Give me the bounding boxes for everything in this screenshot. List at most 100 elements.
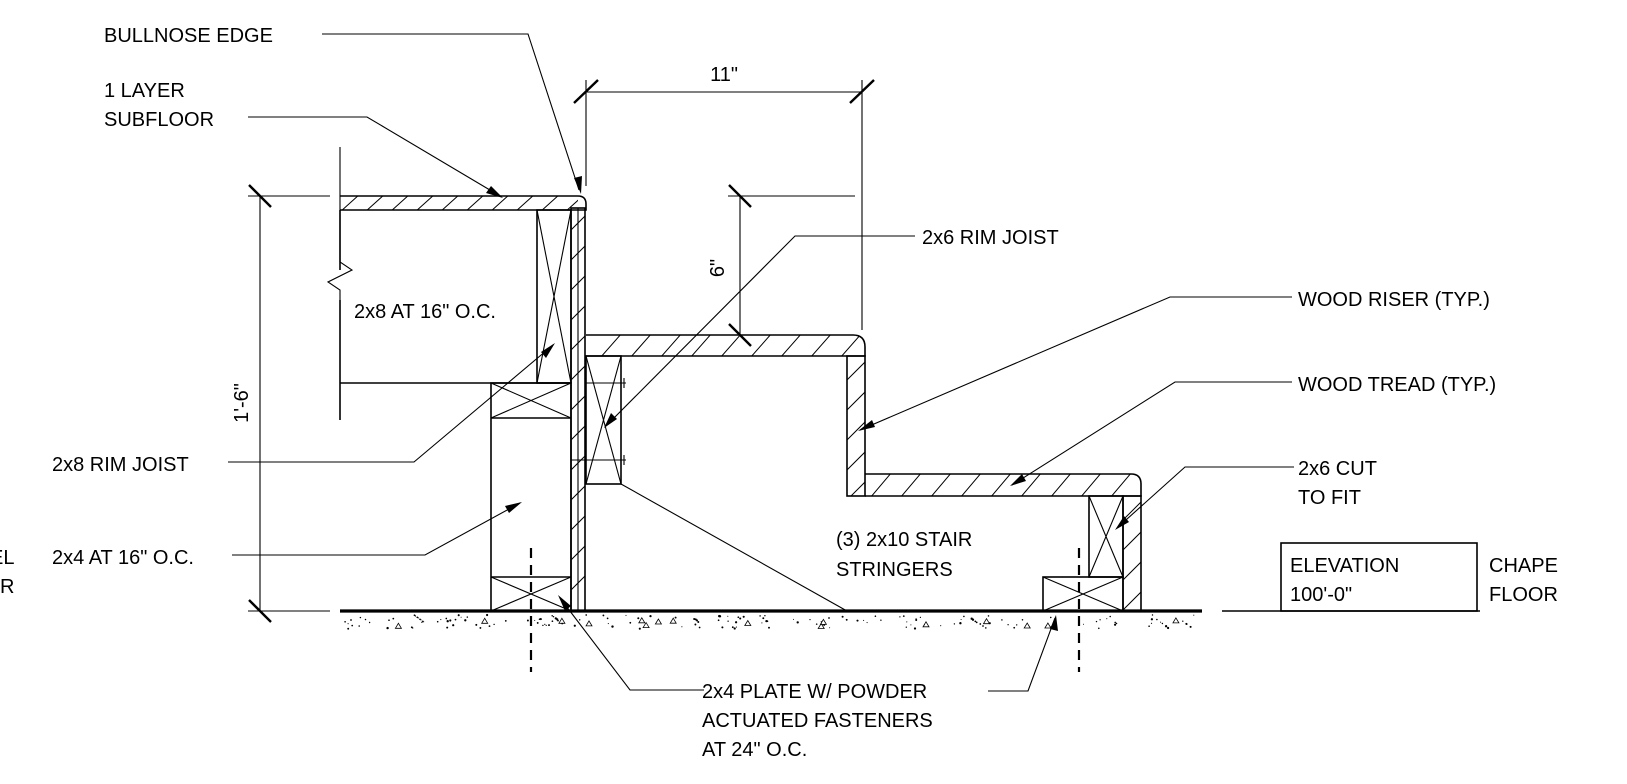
label-wood-tread: WOOD TREAD (TYP.) bbox=[1298, 374, 1496, 396]
concrete-dot bbox=[919, 616, 922, 619]
concrete-dot bbox=[739, 617, 742, 620]
dimension-tread-run: 11" bbox=[573, 64, 875, 330]
concrete-dot bbox=[902, 615, 905, 617]
concrete-dot bbox=[344, 620, 346, 623]
elevation-tag-line1: ELEVATION bbox=[1290, 555, 1399, 577]
concrete-dot bbox=[421, 621, 423, 623]
label-2x6-cut-line1: 2x6 CUT bbox=[1298, 458, 1377, 480]
concrete-dot bbox=[697, 621, 700, 623]
concrete-dot bbox=[602, 614, 605, 617]
leader-wood-tread bbox=[1010, 381, 1292, 486]
label-plate-line2: ACTUATED FASTENERS bbox=[702, 710, 933, 732]
concrete-dot bbox=[607, 623, 609, 625]
concrete-dot bbox=[681, 626, 683, 628]
concrete-dot bbox=[534, 619, 536, 622]
label-2x8-joist: 2x8 AT 16" O.C. bbox=[354, 301, 496, 323]
dimension-riser-height: 6" bbox=[707, 184, 855, 347]
concrete-dot bbox=[742, 615, 745, 618]
concrete-dot bbox=[446, 620, 449, 623]
concrete-stipple bbox=[344, 613, 1195, 630]
concrete-dot bbox=[1160, 621, 1162, 623]
upper-tread-hatch bbox=[599, 335, 863, 356]
concrete-aggregate bbox=[1044, 622, 1052, 629]
upper-floor-assembly bbox=[326, 147, 587, 612]
concrete-dot bbox=[364, 618, 367, 621]
concrete-dot bbox=[542, 624, 544, 627]
concrete-dot bbox=[863, 619, 865, 621]
concrete-aggregate bbox=[642, 621, 650, 628]
concrete-dot bbox=[638, 627, 641, 630]
concrete-dot bbox=[717, 619, 720, 622]
concrete-dot bbox=[449, 619, 452, 622]
concrete-dot bbox=[1016, 624, 1018, 626]
label-stringers-line1: (3) 2x10 STAIR bbox=[836, 529, 972, 551]
concrete-dot bbox=[475, 623, 478, 626]
concrete-dot bbox=[959, 622, 962, 625]
concrete-dot bbox=[538, 618, 541, 620]
concrete-dot bbox=[695, 619, 699, 622]
concrete-dot bbox=[971, 618, 975, 621]
concrete-aggregate bbox=[982, 617, 991, 625]
concrete-dot bbox=[1021, 619, 1024, 621]
concrete-dot bbox=[768, 626, 770, 629]
lower-riser-hatch bbox=[1123, 501, 1141, 611]
dimension-total-rise: 1'-6" bbox=[231, 184, 330, 623]
concrete-dot bbox=[1099, 619, 1101, 621]
concrete-dot bbox=[420, 619, 422, 621]
label-plate-line3: AT 24" O.C. bbox=[702, 739, 807, 761]
concrete-dot bbox=[1095, 620, 1098, 623]
concrete-dot bbox=[625, 614, 627, 616]
label-stringers-line2: STRINGERS bbox=[836, 559, 953, 581]
concrete-dot bbox=[493, 623, 495, 626]
concrete-dot bbox=[1186, 623, 1188, 625]
concrete-dot bbox=[1098, 627, 1100, 630]
concrete-dot bbox=[436, 620, 439, 623]
label-subfloor-line1: 1 LAYER bbox=[104, 80, 185, 102]
concrete-dot bbox=[347, 623, 349, 625]
concrete-dot bbox=[1164, 625, 1168, 628]
concrete-dot bbox=[1156, 618, 1158, 621]
concrete-dot bbox=[545, 624, 547, 626]
concrete-dot bbox=[358, 625, 361, 627]
concrete-dot bbox=[464, 619, 467, 622]
concrete-dot bbox=[866, 622, 868, 624]
concrete-aggregate bbox=[480, 617, 489, 624]
concrete-dot bbox=[979, 623, 982, 625]
concrete-dot bbox=[1161, 622, 1164, 625]
concrete-dot bbox=[1114, 621, 1116, 624]
concrete-aggregate bbox=[922, 621, 930, 628]
concrete-dot bbox=[637, 617, 640, 620]
leader-2x6-cut bbox=[1115, 466, 1294, 530]
concrete-dot bbox=[809, 618, 811, 621]
concrete-dot bbox=[841, 615, 844, 618]
concrete-dot bbox=[539, 618, 542, 621]
concrete-dot bbox=[940, 625, 942, 627]
concrete-dot bbox=[351, 624, 354, 627]
concrete-dot bbox=[504, 620, 507, 622]
concrete-aggregate bbox=[1172, 617, 1180, 624]
concrete-dot bbox=[1106, 618, 1108, 620]
concrete-dot bbox=[544, 623, 546, 626]
concrete-dot bbox=[880, 619, 882, 621]
concrete-dot bbox=[552, 615, 555, 618]
elevation-tag: ELEVATION 100'-0" CHAPE FLOOR bbox=[1280, 542, 1558, 612]
stud-wall-2x4 bbox=[490, 382, 572, 672]
concrete-aggregate bbox=[669, 617, 677, 624]
label-left-edge-line2: R bbox=[0, 576, 14, 598]
concrete-dot bbox=[735, 626, 737, 628]
concrete-dot bbox=[457, 614, 460, 617]
concrete-dot bbox=[694, 623, 697, 626]
concrete-dot bbox=[721, 626, 724, 629]
label-plate-line1: 2x4 PLATE W/ POWDER bbox=[702, 681, 927, 703]
concrete-dot bbox=[445, 617, 448, 620]
concrete-dot bbox=[1182, 620, 1184, 622]
concrete-dot bbox=[905, 626, 907, 628]
leader-2x8-rim-joist bbox=[228, 343, 555, 463]
concrete-dot bbox=[1189, 625, 1192, 628]
concrete-aggregate bbox=[394, 622, 403, 629]
concrete-aggregate bbox=[558, 617, 566, 624]
concrete-dot bbox=[479, 626, 482, 629]
concrete-dot bbox=[899, 616, 901, 618]
elevation-tag-line2: 100'-0" bbox=[1290, 584, 1352, 606]
concrete-dot bbox=[392, 617, 395, 620]
